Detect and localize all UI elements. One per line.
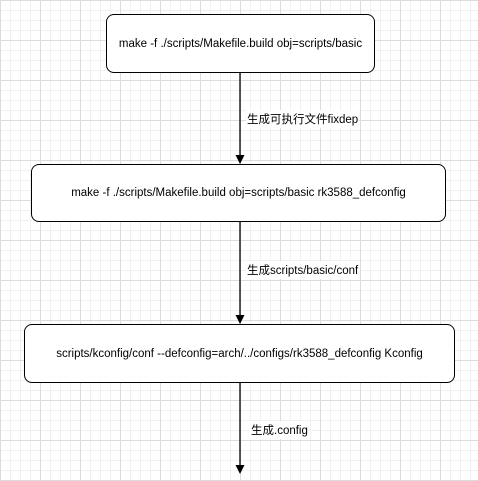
arrowhead-1 xyxy=(235,155,245,164)
edge-label-conf: 生成scripts/basic/conf xyxy=(246,261,360,279)
arrowhead-3 xyxy=(235,465,245,474)
step-box-label: make -f ./scripts/Makefile.build obj=scr… xyxy=(118,37,363,50)
step-box-kconfig-conf[interactable]: scripts/kconfig/conf --defconfig=arch/..… xyxy=(24,324,455,383)
step-box-build-basic[interactable]: make -f ./scripts/Makefile.build obj=scr… xyxy=(106,14,375,73)
edge-label-fixdep: 生成可执行文件fixdep xyxy=(246,110,360,128)
connector-3[interactable] xyxy=(235,383,245,474)
arrowhead-2 xyxy=(235,315,245,324)
step-box-label: scripts/kconfig/conf --defconfig=arch/..… xyxy=(56,347,423,360)
step-box-label: make -f ./scripts/Makefile.build obj=scr… xyxy=(71,187,406,199)
step-box-build-defconfig[interactable]: make -f ./scripts/Makefile.build obj=scr… xyxy=(31,164,446,222)
connector-2[interactable] xyxy=(235,222,245,324)
connector-1[interactable] xyxy=(235,73,245,164)
edge-label-config: 生成.config xyxy=(250,421,309,439)
